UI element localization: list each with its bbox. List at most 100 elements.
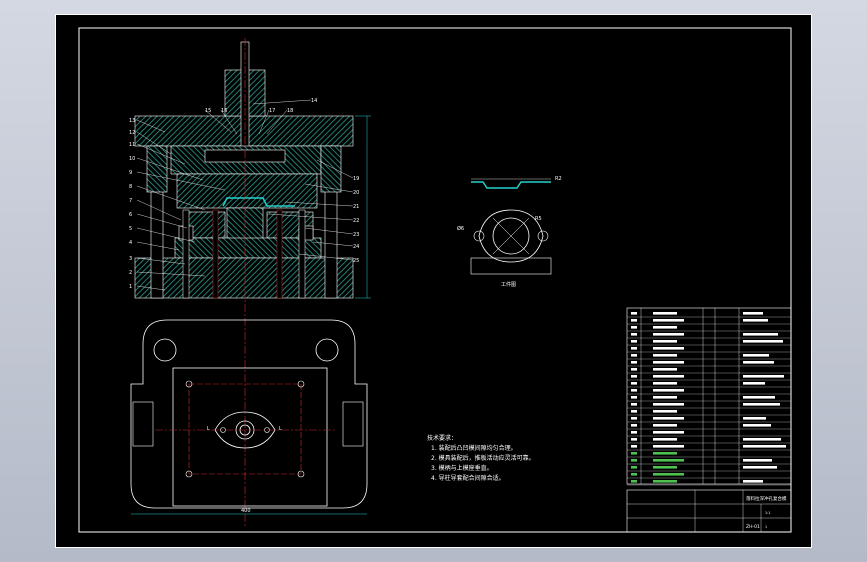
parts-row-spec-mark <box>743 361 774 364</box>
leader-line <box>204 109 232 133</box>
outer-frame <box>55 14 812 548</box>
parts-row-spec-mark <box>743 459 772 462</box>
parts-row-name-mark <box>653 340 677 343</box>
parts-row-spec-mark <box>743 340 783 343</box>
leader-line <box>136 227 196 243</box>
workpiece-dim-r5: R5 <box>535 216 542 222</box>
parts-row-spec-mark <box>743 445 786 448</box>
parts-row-name-mark <box>653 473 684 476</box>
parts-row-name-mark <box>653 480 677 483</box>
leader-line <box>136 157 204 181</box>
parts-row-index-mark <box>631 340 637 343</box>
screw-left <box>182 209 190 299</box>
die-plate-outline <box>172 367 328 507</box>
parts-row-spec-mark <box>743 382 765 385</box>
leader-line <box>304 227 354 235</box>
parts-row-index-mark <box>631 333 637 336</box>
workpiece-drawing: R2 Ø6 R5 工件图 <box>457 176 562 288</box>
leader-line <box>136 171 226 191</box>
parts-row-spec-mark <box>743 396 775 399</box>
part-balloon: 10 <box>129 156 135 162</box>
part-balloon: 15 <box>205 108 211 114</box>
part-balloon: 9 <box>129 170 132 176</box>
parts-row-index-mark <box>631 347 637 350</box>
plan-width-label: 400 <box>241 508 251 514</box>
workpiece-dim-d6: Ø6 <box>457 225 464 232</box>
parts-row-index-mark <box>631 417 637 420</box>
guide-bush-left <box>146 145 168 193</box>
parts-row-name-mark <box>653 361 684 364</box>
parts-row-index-mark <box>631 410 637 413</box>
screw-holes <box>185 380 305 478</box>
part-balloon: 25 <box>353 258 359 264</box>
leader-line <box>252 99 312 105</box>
title-block-sheet: 1 <box>765 525 767 529</box>
leader-line <box>136 241 180 251</box>
inner-border <box>78 27 792 533</box>
part-balloon: 8 <box>129 184 132 190</box>
parts-row-spec-mark <box>743 424 771 427</box>
leader-line <box>136 119 166 133</box>
parts-row-spec-mark <box>743 417 766 420</box>
parts-row-index-mark <box>631 473 637 476</box>
parts-row-index-mark <box>631 361 637 364</box>
parts-row-name-mark <box>653 396 677 399</box>
parts-row-index-mark <box>631 459 637 462</box>
parts-row-index-mark <box>631 389 637 392</box>
part-balloon: 3 <box>129 256 132 262</box>
parts-row-spec-mark <box>743 312 763 315</box>
parts-row-index-mark <box>631 466 637 469</box>
part-balloon: 23 <box>353 232 359 238</box>
screw-pattern <box>188 383 302 475</box>
parts-row-spec-mark <box>743 403 780 406</box>
upper-die <box>176 173 318 209</box>
parts-row-index-mark <box>631 480 637 483</box>
workpiece-top-outline <box>478 209 544 263</box>
parts-row-spec-mark <box>743 480 763 483</box>
plan-view: 400 L L <box>130 319 368 515</box>
part-balloon: 13 <box>129 118 135 124</box>
section-mark-right: L <box>279 426 282 432</box>
lower-die-seat <box>134 257 354 299</box>
parts-row-name-mark <box>653 445 684 448</box>
parts-row-index-mark <box>631 403 637 406</box>
part-balloon: 18 <box>287 108 293 114</box>
part-balloon: 5 <box>129 226 132 232</box>
parts-row-name-mark <box>653 319 684 322</box>
note-line: 4. 导柱导套配合间隙合适。 <box>431 474 505 482</box>
leader-line <box>284 201 354 207</box>
guide-bush-right <box>320 145 342 193</box>
section-mark-left: L <box>207 426 210 432</box>
parts-row-name-mark <box>653 466 677 469</box>
part-balloon: 12 <box>129 130 135 136</box>
leader-line <box>298 253 354 261</box>
part-balloon: 19 <box>353 176 359 182</box>
pin-right <box>276 209 283 299</box>
guide-hole-left <box>153 338 177 362</box>
parts-row-name-mark <box>653 403 684 406</box>
part-balloon: 2 <box>129 270 132 276</box>
part-balloon: 21 <box>353 204 359 210</box>
leader-line <box>136 271 206 277</box>
leader-line <box>136 257 186 265</box>
leader-line <box>304 183 354 193</box>
parts-row-index-mark <box>631 452 637 455</box>
drawn-part-profile <box>222 197 295 207</box>
parts-row-name-mark <box>653 431 684 434</box>
parts-row-spec-mark <box>743 333 778 336</box>
leader-line <box>136 143 186 165</box>
title-block-scale: 1:1 <box>765 511 770 515</box>
parts-row-name-mark <box>653 410 677 413</box>
leader-line <box>220 109 238 135</box>
part-balloon: 7 <box>129 198 132 204</box>
leader-line <box>268 213 354 221</box>
parts-row-name-mark <box>653 424 677 427</box>
parts-row-spec-mark <box>743 438 781 441</box>
part-balloon: 16 <box>221 108 227 114</box>
parts-row-index-mark <box>631 382 637 385</box>
side-slot-right <box>342 401 364 447</box>
parts-row-name-mark <box>653 417 684 420</box>
